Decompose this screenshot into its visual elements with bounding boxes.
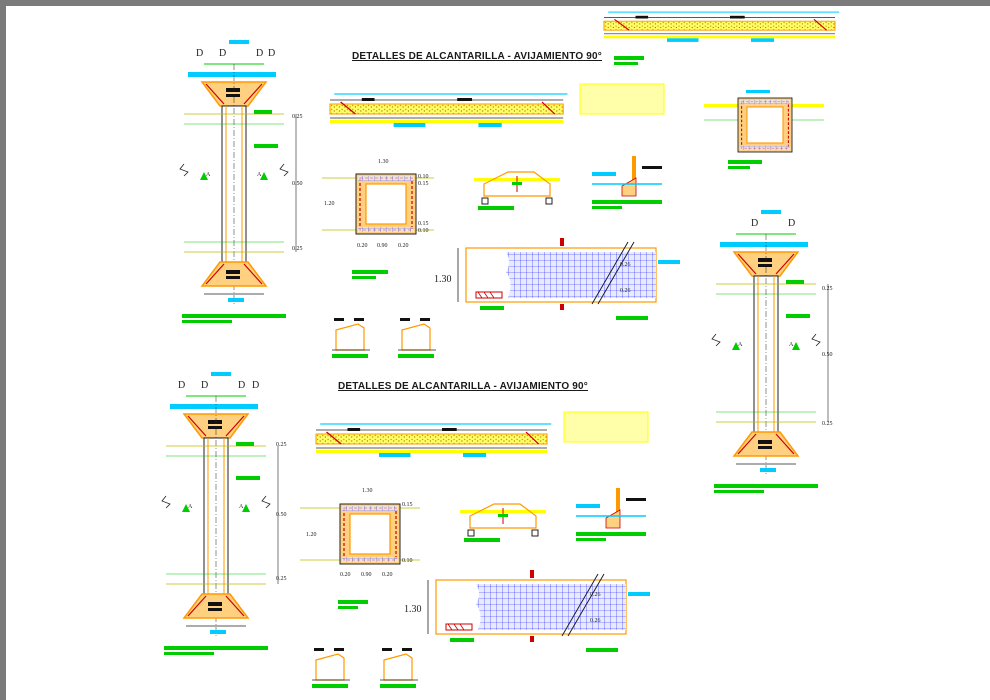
plan-view-top-left: D D A A 0.25 0.50 0.25 [179,39,303,324]
section-mark-a-right-col-1: A [738,342,743,348]
rebar-spacing-bottom-2: 0.26 [590,618,601,624]
wing-small-top-1 [331,317,371,359]
box-top-b-bottom: 0.15 [402,502,413,508]
plan-dim-bottom-mid: 0.50 [276,512,287,518]
wing-small-bottom-1 [311,647,351,689]
box-bottom-b-bottom: 0.10 [402,558,413,564]
plan-dim-bottom-top: 0.25 [276,442,287,448]
title-bottom: DETALLES DE ALCANTARILLA - AVIJAMIENTO 9… [338,381,588,392]
title-top: DETALLES DE ALCANTARILLA - AVIJAMIENTO 9… [352,51,602,62]
section-mark-d-right-b: D [252,380,259,391]
box-height-bottom: 1.20 [306,532,317,538]
mesh-slab-top: 1.30 0.26 0.26 [434,237,681,321]
wing-elevation-bottom [459,503,547,543]
box-top-b-top: 0.15 [418,181,429,187]
rebar-spacing-top-2: 0.26 [620,288,631,294]
box-height-top: 1.20 [324,201,335,207]
note-box-top [579,83,665,115]
box-section-right [704,90,824,169]
wing-small-top-2 [397,317,437,359]
box-top-a-top: 0.10 [418,174,429,180]
box-wall-right-bottom: 0.20 [382,572,393,578]
plan-dim-right-top: 0.25 [822,286,833,292]
box-clear-top: 0.90 [377,243,388,249]
slab-height-bottom: 1.30 [404,604,422,615]
retaining-detail-bottom [575,487,647,542]
box-wall-left-top: 0.20 [357,243,368,249]
section-mark-a-right: A [257,172,262,178]
section-mark-a-left: A [206,172,211,178]
rebar-spacing-bottom-1: 0.26 [590,592,601,598]
plan-dim-bottom-bottom: 0.25 [276,576,287,582]
section-mark-a-right-col-2: A [789,342,794,348]
strip-top-center [329,92,569,128]
section-mark-d-left-b: D [178,380,185,391]
box-section-bottom: 1.30 1.20 0.20 0.90 0.20 0.15 0.10 [300,488,420,609]
strip-bottom-center [315,422,552,458]
plan-dim-right-mid: 0.50 [822,352,833,358]
wing-small-bottom-2 [379,647,419,689]
box-width-bottom: 1.30 [362,488,373,494]
plan-dim-top: 0.25 [292,114,303,120]
plan-view-right: A A 0.25 0.50 0.25 [711,209,833,494]
plan-dim-mid: 0.50 [292,181,303,187]
slab-height-top: 1.30 [434,274,452,285]
box-bottom-b-top: 0.10 [418,228,429,234]
section-mark-a-right-b: A [239,504,244,510]
box-wall-left-bottom: 0.20 [340,572,351,578]
section-mark-d-left: D [196,48,203,59]
note-box-bottom [563,411,649,443]
plan-dim-bottom: 0.25 [292,246,303,252]
retaining-detail-top [591,155,663,210]
plan-dim-right-bottom: 0.25 [822,421,833,427]
mesh-slab-bottom: 1.30 0.26 0.26 [404,569,651,653]
box-bottom-a-top: 0.15 [418,221,429,227]
section-mark-d-right: D [268,48,275,59]
box-clear-bottom: 0.90 [361,572,372,578]
box-section-top: 1.30 1.20 0.20 0.90 0.20 0.10 0.15 0.15 … [322,159,434,279]
rebar-spacing-top-1: 0.26 [620,262,631,268]
plan-view-bottom-left: D D A A 0.25 0.50 0.25 [161,371,287,656]
box-width-top: 1.30 [378,159,389,165]
section-mark-a-left-b: A [188,504,193,510]
wing-elevation-top [473,171,561,211]
strip-top-right [603,10,840,43]
box-wall-right-top: 0.20 [398,243,409,249]
